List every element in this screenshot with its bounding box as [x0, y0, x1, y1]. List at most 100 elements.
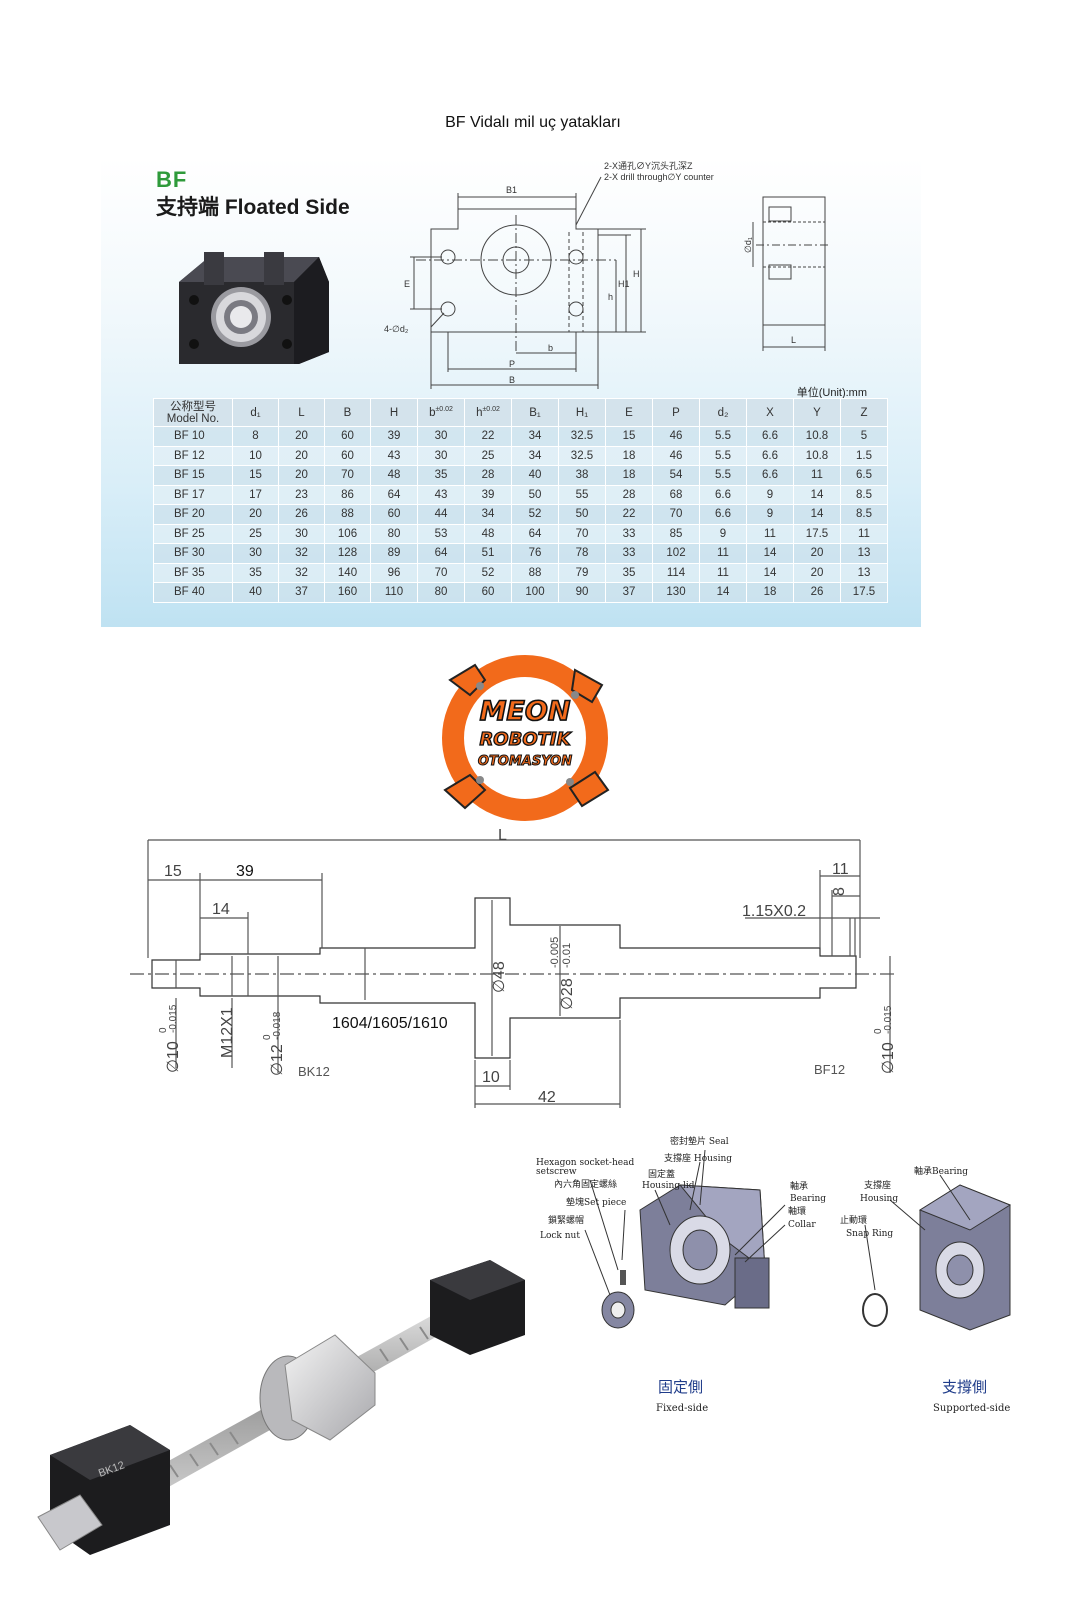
dim-nut-tol-up: -0.005 [549, 937, 561, 968]
table-cell: 11 [840, 523, 888, 544]
label-sup-housing-cn: 支撐座 [864, 1179, 891, 1191]
table-cell: 20 [793, 562, 841, 583]
caption-fixed-en: Fixed-side [656, 1403, 708, 1414]
table-cell: 26 [793, 582, 841, 603]
col-h-small: h±0.02 [464, 398, 512, 427]
table-cell: 80 [417, 582, 465, 603]
label-hex-cn: 內六角固定螺絲 [554, 1178, 617, 1190]
table-cell: 18 [605, 445, 653, 466]
table-cell: 10.8 [793, 445, 841, 466]
page-title: BF Vidalı mil uç yatakları [445, 114, 621, 131]
table-cell: 18 [605, 465, 653, 486]
table-cell: 160 [324, 582, 371, 603]
col-l: L [278, 398, 325, 427]
table-cell: 35 [605, 562, 653, 583]
table-cell: 76 [511, 543, 559, 564]
table-cell: 35 [232, 562, 279, 583]
table-cell: 10.8 [793, 426, 841, 447]
table-cell: 32 [278, 543, 325, 564]
table-cell: 51 [464, 543, 512, 564]
table-cell: 30 [417, 445, 465, 466]
dim-b: b [548, 343, 553, 353]
table-cell: 48 [464, 523, 512, 544]
logo-text-meon: MEON [480, 696, 571, 727]
col-d2: d₂ [699, 398, 747, 427]
dim-h1: H1 [618, 279, 630, 289]
col-x: X [746, 398, 794, 427]
table-cell: 9 [699, 523, 747, 544]
table-cell: 22 [464, 426, 512, 447]
caption-supported-cn: 支撐側 [942, 1378, 987, 1396]
table-cell: 25 [464, 445, 512, 466]
table-cell: 70 [652, 504, 700, 525]
table-cell: 43 [370, 445, 418, 466]
model-cell: BF 30 [153, 543, 233, 564]
label-locknut-en: Lock nut [540, 1231, 580, 1241]
table-cell: 14 [793, 504, 841, 525]
dim-mid-zero: 0 [262, 1034, 273, 1040]
dim-right-tol: -0.015 [883, 1005, 894, 1034]
table-cell: 100 [511, 582, 559, 603]
col-d1: d₁ [232, 398, 279, 427]
table-cell: 14 [699, 582, 747, 603]
label-collar-cn: 軸環 [788, 1205, 806, 1217]
table-cell: 18 [746, 582, 794, 603]
table-cell: 17.5 [793, 523, 841, 544]
table-cell: 34 [464, 504, 512, 525]
table-cell: 14 [746, 543, 794, 564]
table-cell: 25 [232, 523, 279, 544]
dim-l: L [498, 828, 507, 844]
label-bearing-cn: 軸承 [790, 1180, 808, 1192]
ball-screw-assembly-photo: BK12 [37, 1260, 525, 1555]
table-cell: 55 [558, 484, 606, 505]
bf-catalog-panel: BF 支持端 Floated Side [101, 157, 921, 627]
label-locknut-cn: 鎖緊螺帽 [548, 1214, 584, 1226]
label-hex-en1: Hexagon socket-head [536, 1158, 634, 1168]
table-cell: 30 [232, 543, 279, 564]
dim-left-dia: ∅10 [165, 1041, 182, 1073]
dim-d2: 4-∅d₂ [384, 324, 409, 334]
table-cell: 8.5 [840, 504, 888, 525]
label-snap-en: Snap Ring [846, 1229, 893, 1239]
bf-heading: 支持端 Floated Side [156, 196, 350, 219]
table-cell: 64 [417, 543, 465, 564]
table-cell: 70 [417, 562, 465, 583]
table-cell: 39 [370, 426, 418, 447]
dim-8: 8 [831, 887, 848, 896]
dim-10: 10 [482, 1069, 500, 1086]
table-cell: 20 [278, 426, 325, 447]
table-cell: 88 [324, 504, 371, 525]
table-cell: 60 [370, 504, 418, 525]
table-cell: 34 [511, 445, 559, 466]
table-cell: 9 [746, 504, 794, 525]
table-cell: 33 [605, 543, 653, 564]
table-cell: 10 [232, 445, 279, 466]
col-e: E [605, 398, 653, 427]
label-sup-bearing: 軸承Bearing [914, 1165, 968, 1177]
model-cell: BF 40 [153, 582, 233, 603]
col-y: Y [793, 398, 841, 427]
table-cell: 80 [370, 523, 418, 544]
bf-code: BF [156, 167, 188, 192]
table-cell: 60 [324, 426, 371, 447]
table-cell: 114 [652, 562, 700, 583]
bearing-exploded-views: 密封墊片 Seal 支撐座 Housing Hexagon socket-hea… [536, 1135, 1012, 1414]
table-cell: 64 [370, 484, 418, 505]
bf-block-photo [179, 252, 329, 364]
table-cell: 30 [417, 426, 465, 447]
table-cell: 20 [278, 445, 325, 466]
table-cell: 90 [558, 582, 606, 603]
table-cell: 32 [278, 562, 325, 583]
table-cell: 60 [464, 582, 512, 603]
table-cell: 13 [840, 562, 888, 583]
table-cell: 37 [605, 582, 653, 603]
dim-nut-tol-lo: -0.01 [561, 943, 573, 968]
label-bearing-en: Bearing [790, 1194, 826, 1204]
